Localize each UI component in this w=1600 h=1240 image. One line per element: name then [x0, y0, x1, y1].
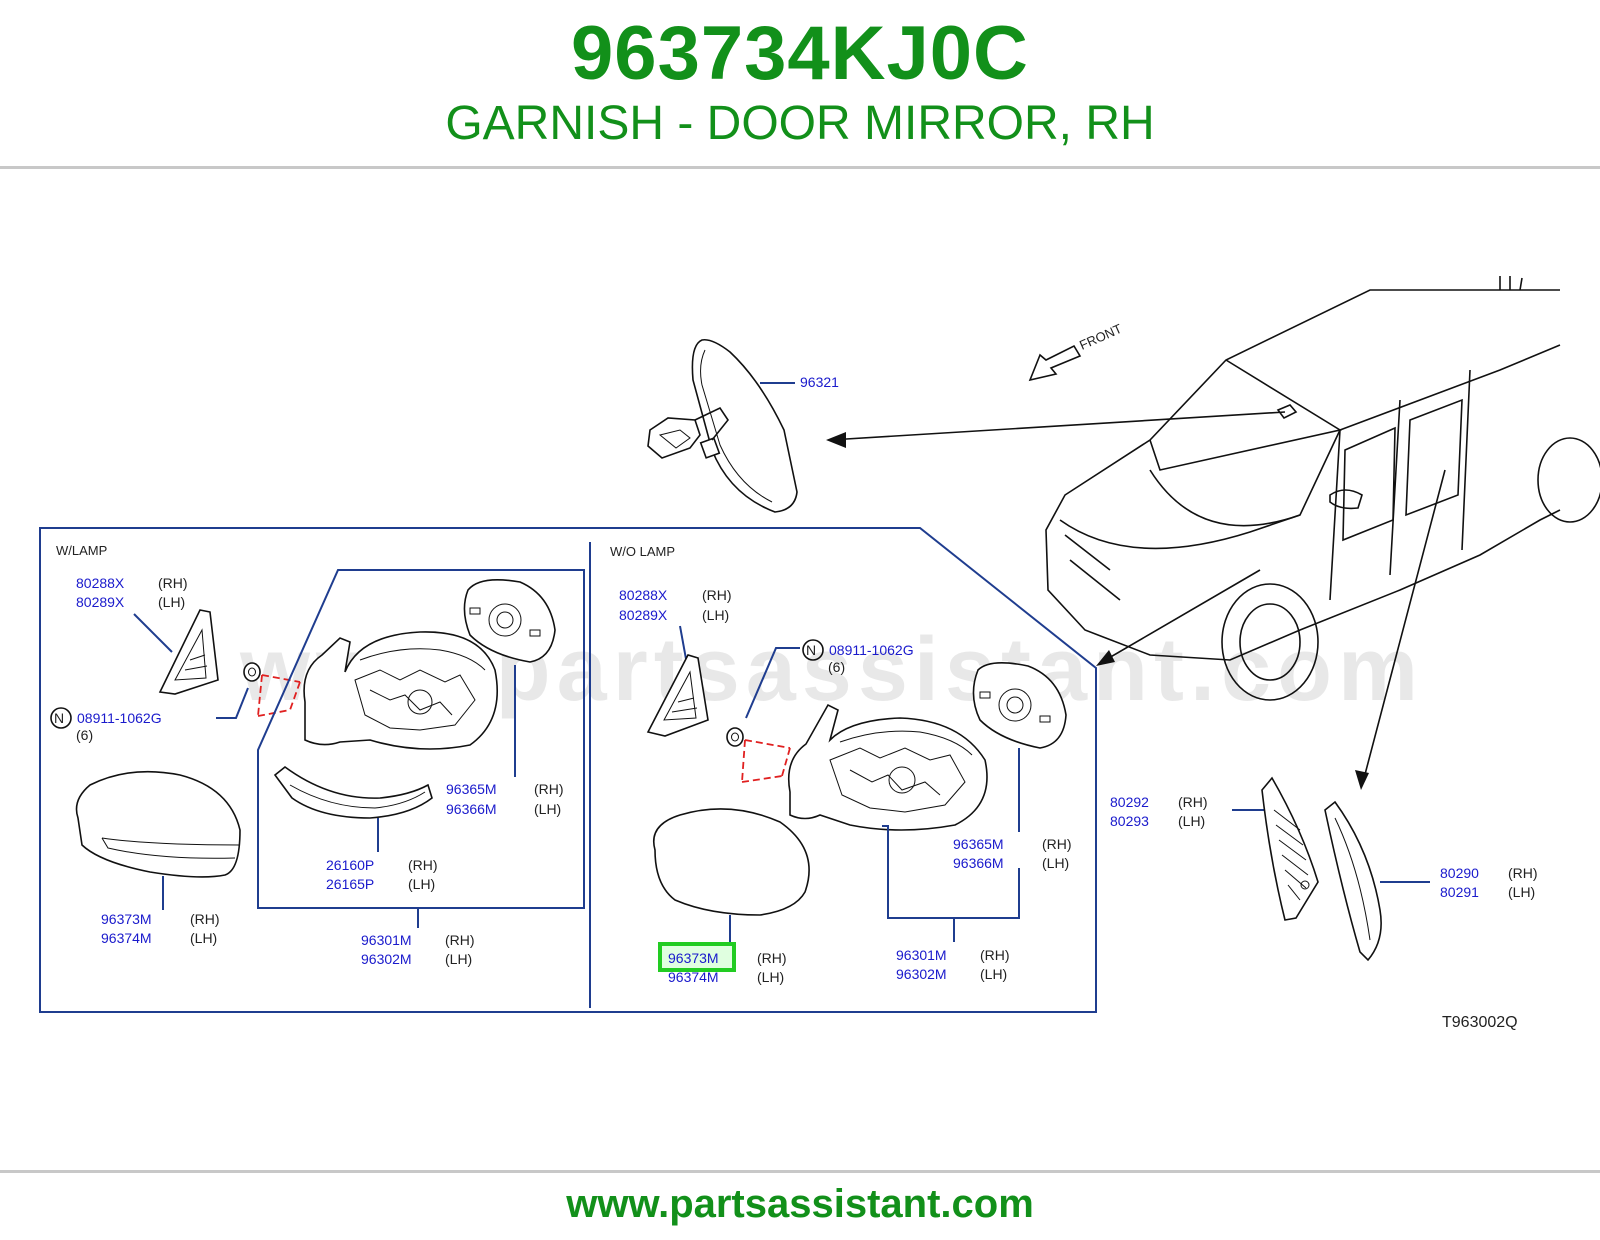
pointer-arrows [826, 411, 1446, 790]
without-lamp-title: W/O LAMP [610, 544, 675, 559]
wol-nut-symbol: N [806, 642, 816, 658]
wol-cover-rh-side: (RH) [757, 950, 787, 966]
wol-mirror-cover-drawing [653, 808, 810, 916]
wol-base-rh-part: 80288X [619, 587, 668, 603]
pillar-finisher-lh-side: (LH) [1178, 813, 1205, 829]
wl-nut-drawing [243, 662, 261, 682]
pillar-finisher-drawing [1261, 776, 1319, 921]
wol-mirror-lh-part: 96302M [896, 966, 947, 982]
wol-mirror-assembly-drawing [787, 703, 988, 831]
wol-glass-lh-part: 96366M [953, 855, 1004, 871]
wol-base-lh-side: (LH) [702, 607, 729, 623]
rear-mirror-part-number: 96321 [800, 374, 839, 390]
wl-glass-rh-side: (RH) [534, 781, 564, 797]
wol-glass-lh-side: (LH) [1042, 855, 1069, 871]
wol-nut-drawing [726, 727, 744, 747]
wl-turn-lamp-drawing [273, 765, 433, 819]
rear-view-mirror-drawing [647, 338, 798, 513]
wl-lamp-rh-side: (RH) [408, 857, 438, 873]
wol-mirror-rh-side: (RH) [980, 947, 1010, 963]
wl-mirror-glass-drawing [463, 579, 556, 663]
pillar-cover-rh-side: (RH) [1508, 865, 1538, 881]
pillar-finisher-rh-side: (RH) [1178, 794, 1208, 810]
wol-nut-part: 08911-1062G [829, 642, 914, 658]
wol-cover-lh-part: 96374M [668, 969, 719, 985]
header-divider [0, 166, 1600, 169]
pillar-cover-lh-part: 80291 [1440, 884, 1479, 900]
pillar-cover-rh-part: 80290 [1440, 865, 1479, 881]
wol-cover-lh-side: (LH) [757, 969, 784, 985]
part-description: GARNISH - DOOR MIRROR, RH [445, 97, 1155, 150]
wol-nut-qty: (6) [828, 659, 845, 675]
wl-cover-rh-part: 96373M [101, 911, 152, 927]
wol-mirror-lh-side: (LH) [980, 966, 1007, 982]
pillar-cover-lh-side: (LH) [1508, 884, 1535, 900]
wl-nut-part: 08911-1062G [77, 710, 162, 726]
wl-mirror-cover-drawing [75, 770, 241, 878]
with-lamp-title: W/LAMP [56, 543, 107, 558]
wl-mirror-rh-side: (RH) [445, 932, 475, 948]
highlighted-part-box[interactable] [658, 942, 736, 972]
diagram-code: T963002Q [1442, 1014, 1518, 1031]
pillar-finisher-rh-part: 80292 [1110, 794, 1149, 810]
wl-nut-symbol: N [54, 710, 64, 726]
wl-mirror-lh-part: 96302M [361, 951, 412, 967]
front-label: FRONT [1077, 321, 1124, 353]
part-number-title: 963734KJ0C [571, 11, 1029, 96]
front-direction-arrow [1028, 344, 1082, 382]
wol-mirror-base-drawing [646, 654, 709, 737]
wol-cover-rh-part-highlighted[interactable]: 96373M [668, 950, 719, 966]
parts-diagram: www.partsassistant.com 96321 FRONT [39, 276, 1600, 1031]
detail-frame [39, 527, 1097, 1013]
wl-base-rh-part: 80288X [76, 575, 125, 591]
wol-base-lh-part: 80289X [619, 607, 668, 623]
wl-lamp-lh-side: (LH) [408, 876, 435, 892]
wol-glass-rh-side: (RH) [1042, 836, 1072, 852]
wl-mirror-lh-side: (LH) [445, 951, 472, 967]
pillar-cover-drawing [1324, 800, 1382, 962]
vehicle-illustration [1045, 276, 1600, 701]
wl-cover-lh-part: 96374M [101, 930, 152, 946]
wol-base-rh-side: (RH) [702, 587, 732, 603]
wl-lamp-rh-part: 26160P [326, 857, 374, 873]
wl-nut-qty: (6) [76, 727, 93, 743]
wl-base-lh-part: 80289X [76, 594, 125, 610]
footer-website-link[interactable]: www.partsassistant.com [566, 1182, 1034, 1226]
wl-base-lh-side: (LH) [158, 594, 185, 610]
wl-glass-lh-side: (LH) [534, 801, 561, 817]
wl-cover-lh-side: (LH) [190, 930, 217, 946]
pillar-finisher-lh-part: 80293 [1110, 813, 1149, 829]
wl-mirror-assembly-drawing [303, 631, 498, 750]
wl-base-rh-side: (RH) [158, 575, 188, 591]
wol-glass-rh-part: 96365M [953, 836, 1004, 852]
wol-mirror-glass-drawing [972, 662, 1067, 749]
wol-mirror-rh-part: 96301M [896, 947, 947, 963]
wl-glass-lh-part: 96366M [446, 801, 497, 817]
footer-divider [0, 1170, 1600, 1173]
wl-lamp-lh-part: 26165P [326, 876, 374, 892]
wl-mirror-base-drawing [158, 609, 219, 695]
wl-glass-rh-part: 96365M [446, 781, 497, 797]
wl-mirror-rh-part: 96301M [361, 932, 412, 948]
page-header: 963734KJ0C GARNISH - DOOR MIRROR, RH [0, 0, 1600, 168]
wl-cover-rh-side: (RH) [190, 911, 220, 927]
